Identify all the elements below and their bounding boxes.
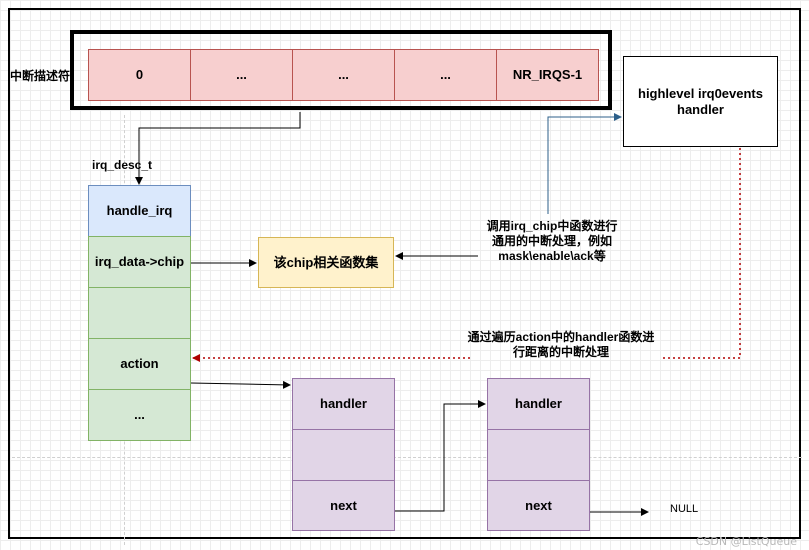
desc-field-handle-irq: handle_irq: [88, 185, 191, 237]
highlevel-handler-box: highlevel irq0events handler: [623, 56, 778, 147]
irq-cell-2: ...: [292, 49, 395, 101]
desc-field-empty: [88, 287, 191, 339]
action-traverse-note: 通过遍历action中的handler函数进 行距离的中断处理: [456, 330, 666, 360]
outer-frame: [8, 8, 801, 539]
chip-call-note-line1: 调用irq_chip中函数进行: [486, 219, 618, 233]
desc-field-irq-data-chip: irq_data->chip: [88, 236, 191, 288]
action-traverse-note-line2: 行距离的中断处理: [512, 345, 609, 359]
watermark: CSDN @ListQueue: [695, 535, 797, 548]
irq-cell-3: ...: [394, 49, 497, 101]
irq-array-label: 中断描述符: [10, 69, 71, 83]
chip-call-note-line3: mask\enable\ack等: [498, 249, 606, 263]
action-traverse-note-line1: 通过遍历action中的handler函数进: [467, 330, 655, 344]
null-label: NULL: [670, 503, 699, 515]
arrow-note-to-highlevel: [547, 113, 622, 214]
arrow-node1-to-node2: [395, 400, 486, 512]
chip-call-note: 调用irq_chip中函数进行 通用的中断处理，例如 mask\enable\a…: [470, 219, 634, 264]
highlevel-handler-line2: handler: [677, 101, 724, 117]
action-node-2-next: next: [487, 480, 590, 531]
guide-line-horizontal: [12, 457, 802, 458]
arrow-highlevel-to-action: [660, 148, 741, 359]
irq-cell-0: 0: [88, 49, 191, 101]
desc-field-action: action: [88, 338, 191, 390]
irq-cell-nr-irqs: NR_IRQS-1: [496, 49, 599, 101]
irq-array-frame: [70, 30, 612, 110]
arrow-action-to-node1: [190, 380, 291, 389]
chip-functions-box: 该chip相关函数集: [258, 237, 394, 288]
irq-desc-type-label: irq_desc_t: [92, 158, 153, 172]
highlevel-handler-line1: highlevel irq0events: [638, 85, 763, 101]
action-node-1-middle: [292, 429, 395, 481]
arrow-array-to-desc: [135, 112, 301, 185]
chip-call-note-line2: 通用的中断处理，例如: [491, 234, 612, 248]
action-node-1-next: next: [292, 480, 395, 531]
irq-cell-1: ...: [190, 49, 293, 101]
desc-field-more: ...: [88, 389, 191, 441]
